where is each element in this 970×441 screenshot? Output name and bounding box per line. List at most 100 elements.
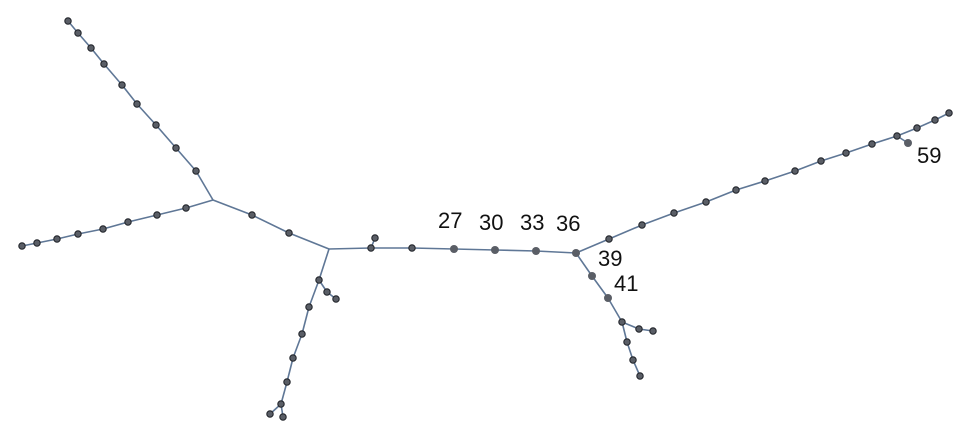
highlighted-node-33	[532, 247, 540, 255]
graph-node	[649, 327, 657, 335]
graph-node	[152, 121, 160, 129]
graph-edge	[608, 224, 643, 240]
graph-edge	[705, 189, 737, 203]
graph-node	[266, 410, 274, 418]
graph-edge	[820, 152, 847, 162]
graph-node	[367, 244, 375, 252]
graph-node	[298, 330, 306, 338]
graph-node	[285, 229, 293, 237]
graph-node	[732, 186, 740, 194]
graph-edge	[301, 306, 310, 335]
graph-edge	[121, 84, 138, 105]
graph-edge	[453, 248, 496, 251]
graph-node	[323, 288, 331, 296]
graph-node	[670, 209, 678, 217]
graph-node	[761, 177, 769, 185]
graph-edge	[764, 170, 796, 182]
graph-edge	[288, 232, 330, 250]
graph-node	[408, 244, 416, 252]
graph-node	[305, 303, 313, 311]
graph-node	[289, 354, 297, 362]
graph-edge	[607, 297, 623, 323]
graph-node	[842, 149, 850, 157]
graph-edge	[575, 252, 593, 277]
graph-edge	[308, 279, 320, 308]
graph-edge	[328, 247, 372, 250]
graph-node	[87, 44, 95, 52]
graph-edge	[175, 147, 197, 172]
graph-node	[635, 325, 643, 333]
graph-node	[868, 140, 876, 148]
graph-node	[618, 318, 626, 326]
graph-node	[931, 116, 939, 124]
graph-node	[99, 225, 107, 233]
graph-edge	[871, 135, 898, 145]
graph-node	[172, 144, 180, 152]
graph-node	[277, 400, 285, 408]
graph-node	[74, 230, 82, 238]
graph-edge	[318, 248, 330, 281]
graph-node	[18, 242, 26, 250]
graph-node	[248, 211, 256, 219]
graph-node	[279, 413, 287, 421]
graph-edge	[156, 207, 187, 216]
graph-edge	[251, 214, 290, 234]
graph-edge	[185, 199, 214, 209]
graph-node	[64, 17, 72, 25]
graph-nodes	[18, 17, 953, 421]
graph-node	[913, 124, 921, 132]
graph-node	[133, 100, 141, 108]
graph-node	[638, 221, 646, 229]
graph-node	[371, 234, 379, 242]
graph-node	[192, 167, 200, 175]
node-label-27: 27	[438, 208, 462, 233]
graph-edge	[292, 333, 303, 359]
graph-node	[817, 157, 825, 165]
graph-edge	[155, 124, 177, 149]
highlighted-node-27	[450, 245, 458, 253]
graph-edge	[641, 212, 675, 226]
graph-edge	[77, 228, 104, 235]
graph-edge	[591, 275, 609, 299]
graph-edge	[575, 238, 610, 254]
graph-node	[74, 29, 82, 37]
node-label-41: 41	[614, 271, 638, 296]
graph-node	[893, 132, 901, 140]
graph-edge	[286, 357, 294, 383]
graph-node	[636, 372, 644, 380]
graph-node	[100, 60, 108, 68]
graph-labels: 27 30 33 36 39 41 59	[438, 143, 941, 296]
graph-node	[118, 81, 126, 89]
node-label-36: 36	[556, 211, 580, 236]
graph-node	[315, 276, 323, 284]
graph-node	[153, 211, 161, 219]
highlighted-node-59	[904, 139, 912, 147]
highlighted-node-39	[588, 272, 596, 280]
graph-node	[283, 378, 291, 386]
graph-node	[629, 356, 637, 364]
graph-edge	[102, 221, 129, 230]
graph-edge	[845, 143, 873, 154]
graph-node	[791, 167, 799, 175]
graph-node	[702, 198, 710, 206]
graph-edge	[136, 103, 157, 126]
graph-node	[332, 295, 340, 303]
graph-node	[623, 338, 631, 346]
node-label-30: 30	[479, 210, 503, 235]
graph-edge	[280, 381, 288, 405]
graph-node	[124, 218, 132, 226]
graph-edge	[411, 247, 455, 250]
graph-edge	[195, 170, 214, 201]
graph-node	[605, 235, 613, 243]
graph-edge	[735, 180, 766, 191]
graph-node	[53, 235, 61, 243]
graph-node	[182, 204, 190, 212]
graph-edge	[535, 250, 577, 254]
graph-edge	[103, 63, 123, 86]
graph-edge	[494, 249, 537, 252]
node-label-39: 39	[598, 246, 622, 271]
highlighted-node-36	[572, 249, 580, 257]
highlighted-node-41	[604, 294, 612, 302]
node-label-33: 33	[520, 210, 544, 235]
